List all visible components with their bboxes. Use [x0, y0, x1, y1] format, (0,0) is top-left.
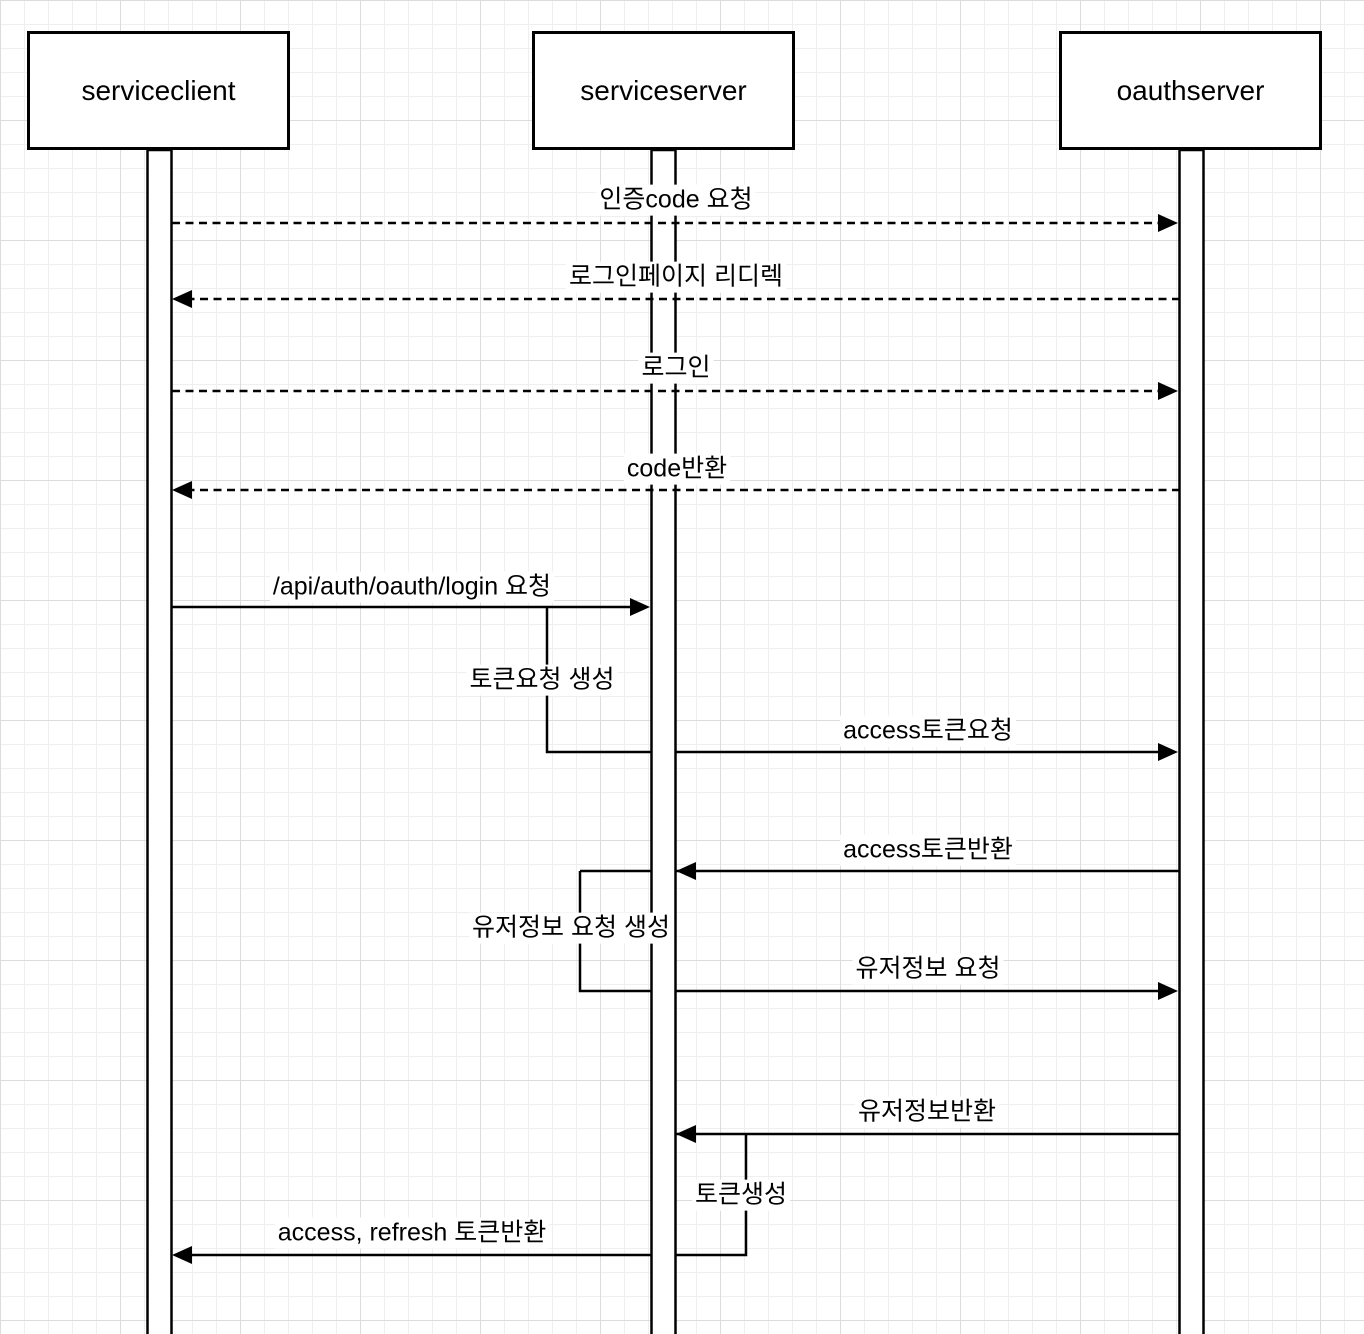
actor-oauthserver: oauthserver — [1059, 31, 1322, 150]
message-label-login: 로그인 — [638, 352, 714, 384]
message-label-code-return: code반환 — [623, 453, 731, 485]
message-label-api-auth-oauth-login: /api/auth/oauth/login 요청 — [269, 571, 555, 603]
message-label-auth-code-request: 인증code 요청 — [596, 184, 756, 216]
actor-serviceserver: serviceserver — [532, 31, 795, 150]
lifeline-serviceserver — [650, 148, 677, 1334]
arrow-code-return — [172, 481, 1180, 499]
lifeline-oauthserver — [1178, 148, 1205, 1334]
arrowhead-access-token-request — [1158, 743, 1178, 761]
message-label-userinfo-request-create: 유저정보 요청 생성 — [469, 912, 673, 944]
arrowhead-userinfo-request — [1158, 982, 1178, 1000]
message-label-login-page-redirect: 로그인페이지 리디렉 — [566, 261, 786, 293]
message-label-token-create: 토큰생성 — [691, 1179, 791, 1211]
arrow-login-page-redirect — [172, 290, 1180, 308]
lifeline-serviceclient — [146, 148, 173, 1334]
message-label-access-token-return: access토큰반환 — [840, 834, 1016, 866]
message-label-access-token-request: access토큰요청 — [840, 715, 1016, 747]
message-label-userinfo-return: 유저정보반환 — [854, 1096, 1000, 1128]
arrow-token-create-and-return — [188, 1134, 748, 1257]
message-label-userinfo-request: 유저정보 요청 — [852, 953, 1004, 985]
arrow-token-request-create — [545, 607, 1162, 754]
message-label-token-request-create: 토큰요청 생성 — [466, 664, 618, 696]
arrowhead-access-refresh-token-return — [172, 1246, 192, 1264]
arrow-login — [172, 382, 1178, 400]
arrowhead-access-token-return — [676, 862, 696, 880]
arrowhead-api-auth-oauth-login — [630, 598, 650, 616]
arrow-userinfo-request-create — [578, 871, 1162, 993]
arrow-auth-code-request — [172, 214, 1178, 232]
actor-serviceclient: serviceclient — [27, 31, 290, 150]
message-label-access-refresh-token-return: access, refresh 토큰반환 — [274, 1217, 550, 1249]
arrowhead-userinfo-return — [676, 1125, 696, 1143]
